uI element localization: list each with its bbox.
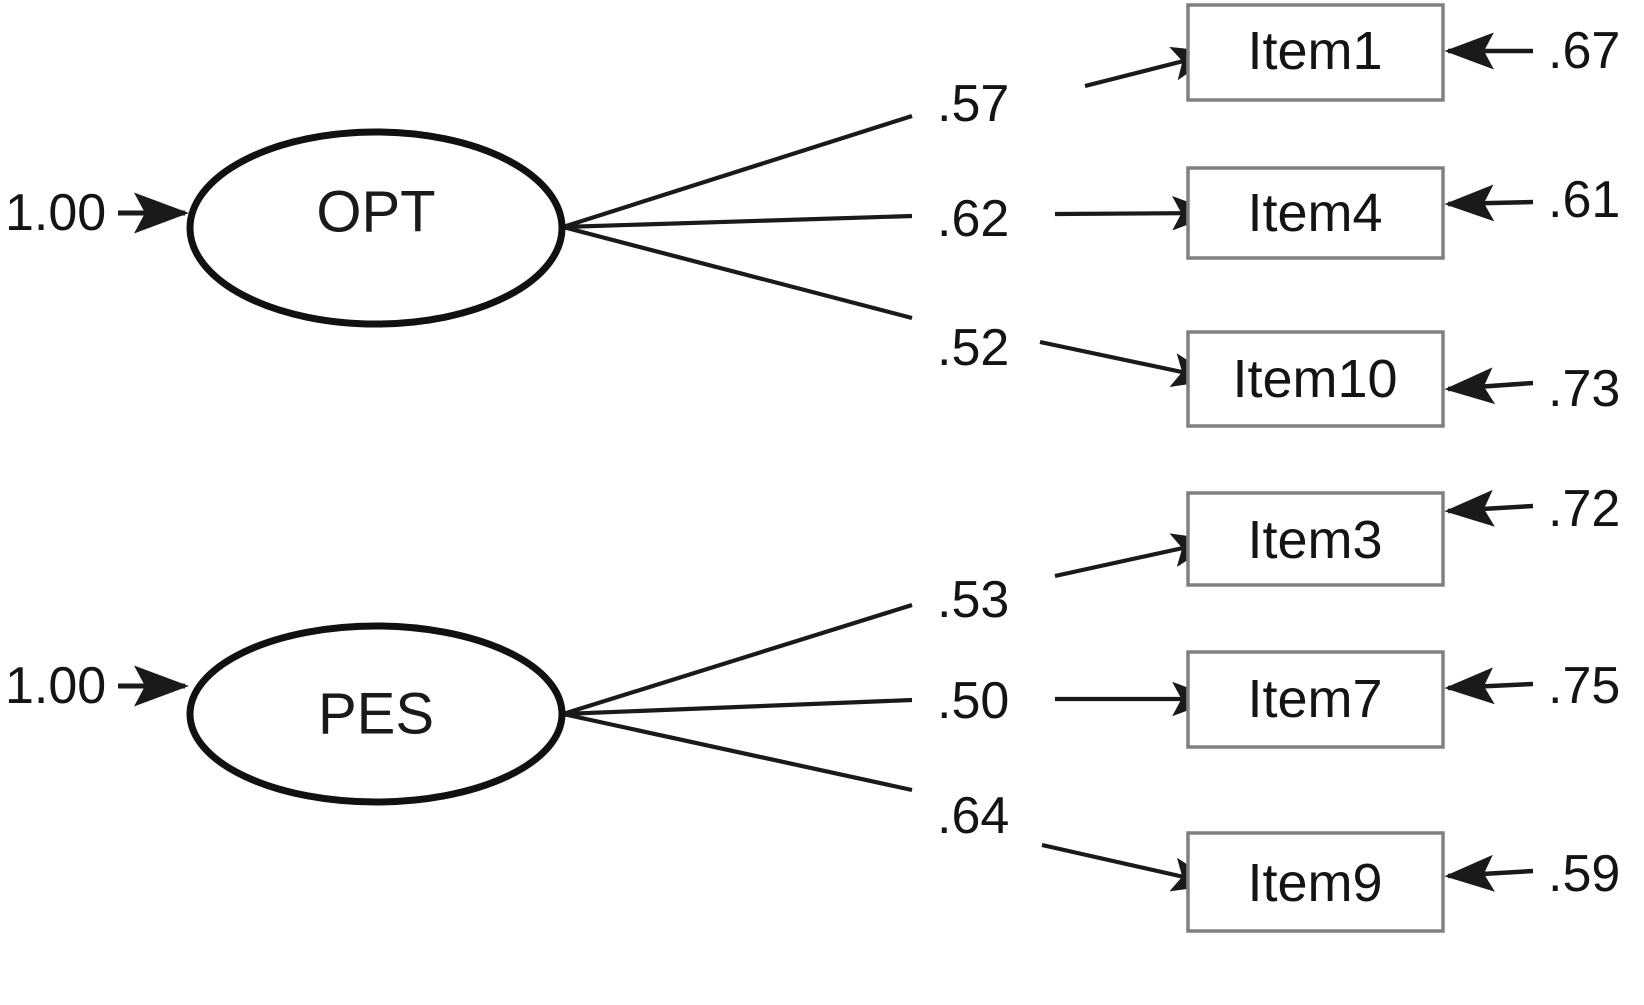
loading-value-item10: .52 <box>937 319 1009 377</box>
indicator-label-item7: Item7 <box>1247 669 1382 729</box>
residual-arrow-item7 <box>1444 667 1534 705</box>
loading-value-item7: .50 <box>937 672 1009 730</box>
loading-value-item1: .57 <box>937 75 1009 133</box>
residual-arrow-item4 <box>1444 184 1534 222</box>
factor-label-pes: PES <box>318 682 434 747</box>
factor-label-opt: OPT <box>316 180 435 245</box>
loading-path-pes-item9-seg2 <box>1041 842 1219 892</box>
indicator-box-item9[interactable] <box>1186 831 1445 933</box>
indicator-box-item4[interactable] <box>1186 166 1445 260</box>
loading-value-item9: .64 <box>937 787 1009 845</box>
loading-path-pes-item7-seg1 <box>562 697 913 717</box>
loading-path-pes-item9-seg1 <box>562 711 913 793</box>
variance-value-pes: 1.00 <box>5 657 106 715</box>
indicator-label-item1: Item1 <box>1247 21 1382 81</box>
indicator-label-item3: Item3 <box>1247 510 1382 570</box>
indicator-label-item10: Item10 <box>1232 349 1397 409</box>
residual-arrow-item9 <box>1444 854 1534 892</box>
factor-ellipse-pes[interactable] <box>186 622 566 806</box>
residual-value-item9: .59 <box>1548 845 1620 903</box>
residual-value-item3: .72 <box>1548 480 1620 538</box>
variance-value-opt: 1.00 <box>5 184 106 242</box>
loading-path-opt-item10-seg1 <box>562 224 913 321</box>
indicator-box-item7[interactable] <box>1186 650 1445 749</box>
indicator-box-item10[interactable] <box>1186 330 1445 428</box>
residual-value-item4: .61 <box>1548 171 1620 229</box>
residual-value-item7: .75 <box>1548 657 1620 715</box>
loading-path-opt-item4-seg1 <box>562 213 913 230</box>
residual-arrow-item3 <box>1444 489 1534 527</box>
loading-path-opt-item1-seg1 <box>562 113 913 230</box>
loading-path-opt-item10-seg2 <box>1039 339 1219 387</box>
residual-value-item10: .73 <box>1548 360 1620 418</box>
indicator-label-item9: Item9 <box>1247 853 1382 913</box>
residual-value-item1: .67 <box>1548 22 1620 80</box>
indicator-box-item3[interactable] <box>1186 491 1445 587</box>
residual-arrow-item10 <box>1444 367 1534 405</box>
indicator-box-item1[interactable] <box>1186 3 1445 102</box>
loading-value-item3: .53 <box>937 571 1009 629</box>
indicator-label-item4: Item4 <box>1247 183 1382 243</box>
loading-path-pes-item3-seg1 <box>562 602 913 717</box>
loading-value-item4: .62 <box>937 190 1009 248</box>
factor-ellipse-opt[interactable] <box>186 128 566 328</box>
